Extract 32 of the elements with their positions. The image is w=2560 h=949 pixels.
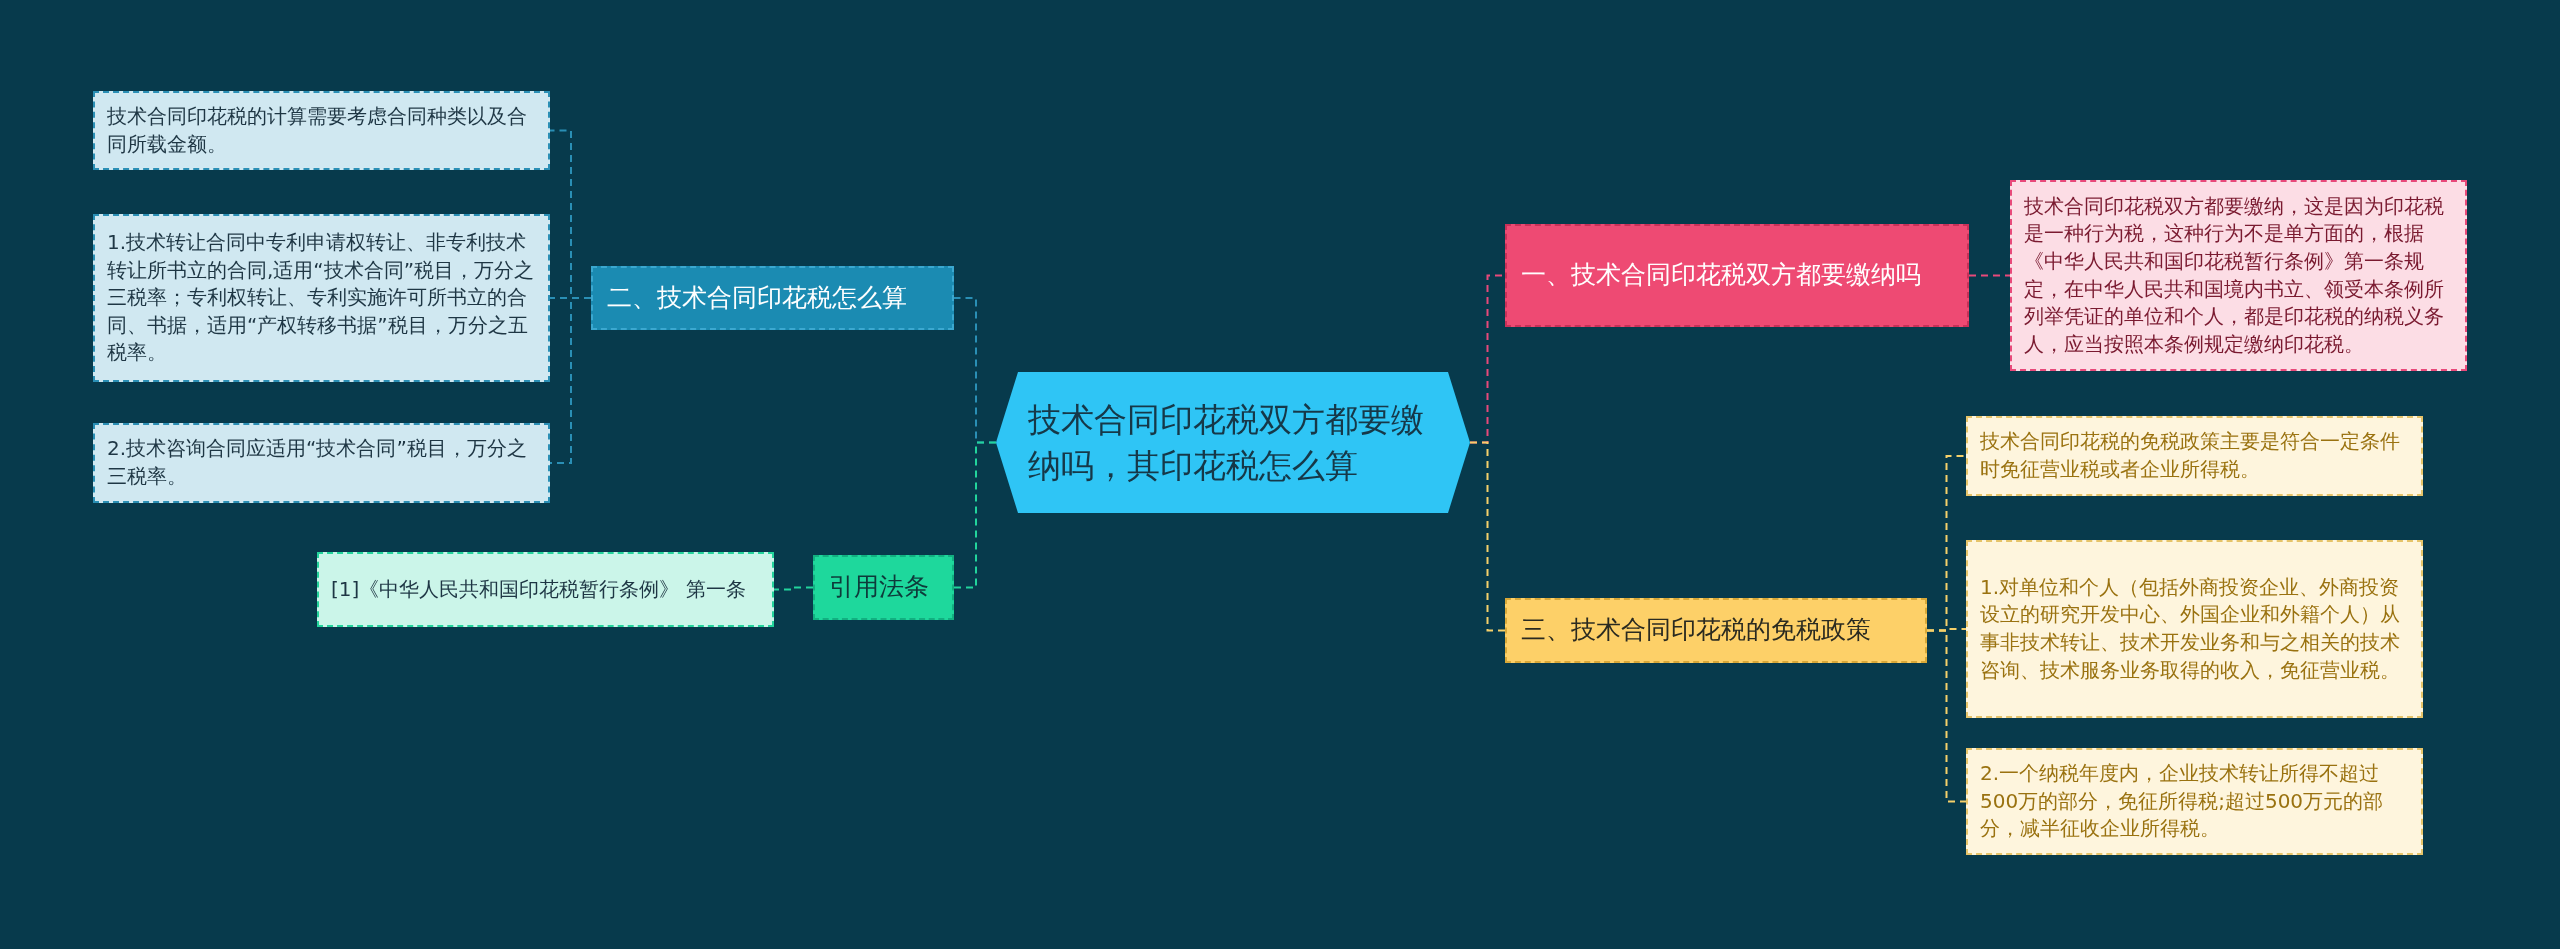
note-box xyxy=(1966,540,2423,718)
topic-text: 技术合同印花税双方都要缴纳，这是因为印花税是一种行为税，这种行为不是单方面的，根据《中华人民共和国印花税暂行条例》第一条规定，在中华人民共和国境内书立、领受本条例所列举凭证的单位和个人，都是印花税的纳税义务人，应当按照本条例规定缴纳印花税。 xyxy=(2024,192,2445,358)
note-box xyxy=(93,423,550,503)
note-box xyxy=(1966,748,2423,855)
note-box xyxy=(93,91,550,170)
topic-text: 2.一个纳税年度内，企业技术转让所得不超过500万的部分，免征所得税;超过500万元的部分，减半征收企业所得税。 xyxy=(1980,760,2385,843)
connector-line xyxy=(953,441,997,589)
connector-line xyxy=(1469,441,1506,632)
note-box xyxy=(1966,416,2423,496)
topic-text: 1.对单位和个人（包括外商投资企业、外商投资设立的研究开发中心、外国企业和外籍个人）从事非技术转让、技术开发业务和与之相关的技术咨询、技术服务业务取得的收入，免征营业税。 xyxy=(1980,573,2401,684)
branch-topic-box xyxy=(1505,598,1927,663)
topic-text: 引用法条 xyxy=(829,571,929,604)
connector-line xyxy=(549,297,592,464)
topic-text: 技术合同印花税的免税政策主要是符合一定条件时免征营业税或者企业所得税。 xyxy=(1980,428,2401,483)
topic-text: 2.技术咨询合同应适用“技术合同”税目，万分之三税率。 xyxy=(107,435,528,490)
note-box xyxy=(317,552,774,627)
note-box xyxy=(93,214,550,382)
topic-text: 技术合同印花税的计算需要考虑合同种类以及合同所载金额。 xyxy=(107,102,528,158)
note-box xyxy=(2010,180,2467,371)
connector-line xyxy=(1926,629,1967,803)
central-topic-hexagon xyxy=(996,372,1470,513)
topic-text: 1.技术转让合同中专利申请权转让、非专利技术转让所书立的合同,适用“技术合同”税目，万分之三税率；专利权转让、专利实施许可所书立的合同、书据，适用“产权转移书据”税目，万分之五税率。 xyxy=(107,229,536,367)
topic-text: 三、技术合同印花税的免税政策 xyxy=(1521,614,1871,647)
branch-topic-box xyxy=(813,555,954,620)
connector-line xyxy=(1968,274,2011,277)
branch-topic-box xyxy=(1505,224,1969,327)
topic-text: 技术合同印花税双方都要缴纳吗，其印花税怎么算 xyxy=(1028,398,1425,487)
branch-topic-box xyxy=(591,266,954,330)
connector-line xyxy=(773,586,814,591)
topic-text: [1]《中华人民共和国印花税暂行条例》 第一条 xyxy=(331,575,746,603)
topic-text: 二、技术合同印花税怎么算 xyxy=(607,281,907,314)
topic-text: 一、技术合同印花税双方都要缴纳吗 xyxy=(1521,259,1921,292)
